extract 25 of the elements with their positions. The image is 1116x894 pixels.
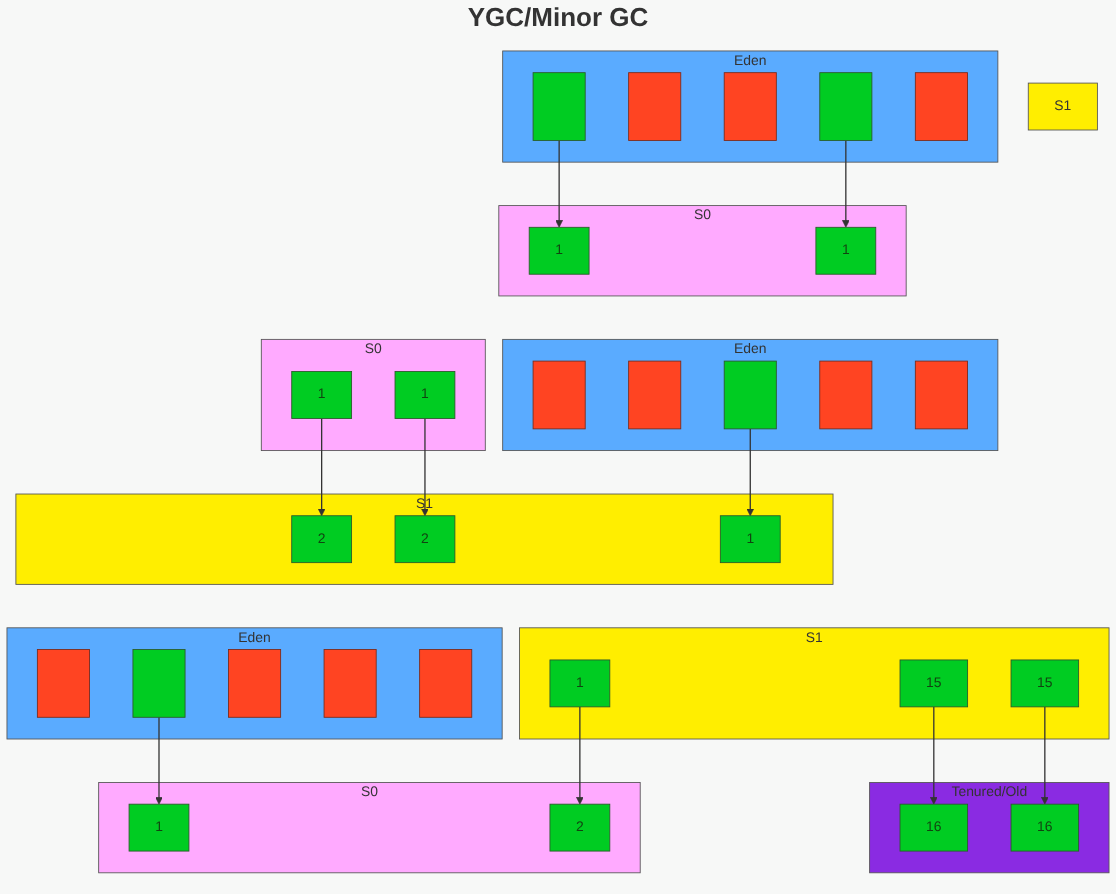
node-bar <box>323 648 377 717</box>
node-bar <box>532 359 586 429</box>
arrow <box>930 705 938 804</box>
node-bar <box>723 359 777 429</box>
arrow <box>317 416 326 516</box>
node-bar <box>628 71 682 140</box>
node-bar <box>819 71 873 140</box>
node-bar <box>819 359 873 429</box>
node-bar <box>723 71 777 140</box>
node-bar <box>228 648 282 717</box>
arrow <box>1041 705 1049 804</box>
arrow <box>746 427 755 516</box>
arrow <box>576 705 584 804</box>
diagram-title: YGC/Minor GC <box>465 0 651 36</box>
arrow <box>555 138 563 227</box>
node-bar <box>132 648 186 717</box>
arrow <box>421 416 429 516</box>
node-bar <box>419 648 473 717</box>
node-bar <box>914 359 968 429</box>
arrow <box>842 138 850 227</box>
node-bar <box>628 359 682 429</box>
node-bar <box>36 648 90 717</box>
node-bar <box>532 71 586 140</box>
arrow <box>155 715 163 804</box>
node-bar <box>914 71 968 140</box>
